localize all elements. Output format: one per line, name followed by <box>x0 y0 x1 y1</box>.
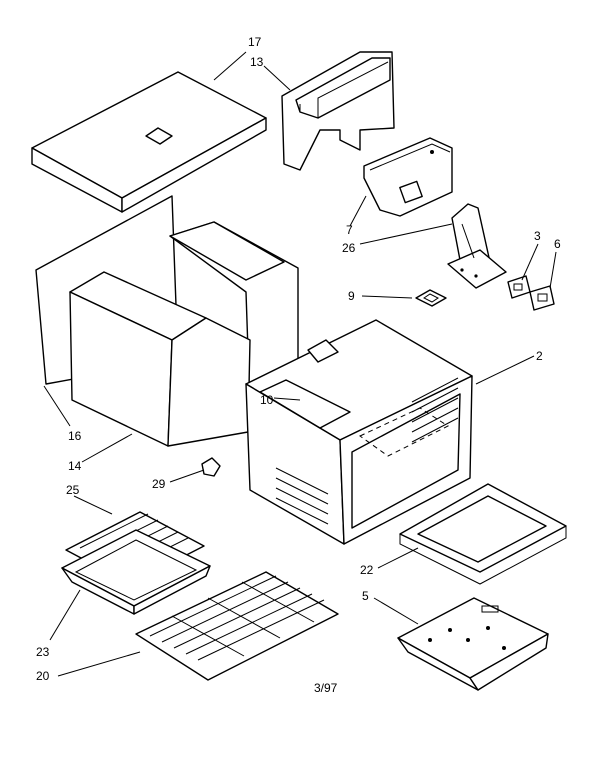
callout-13: 13 <box>250 55 264 69</box>
callout-20: 20 <box>36 669 50 683</box>
oven-rack <box>135 571 339 681</box>
leader-29 <box>169 469 205 483</box>
callout-10: 10 <box>260 393 274 407</box>
vent-slots-left <box>275 467 329 525</box>
callout-26: 26 <box>342 241 356 255</box>
callout-16: 16 <box>68 429 82 443</box>
callout-7: 7 <box>346 223 353 237</box>
bottom-trim-frame <box>399 483 567 585</box>
rear-insulation-box <box>69 271 251 447</box>
leader-25 <box>73 495 113 515</box>
gasket-6 <box>529 285 555 311</box>
callout-29: 29 <box>152 477 166 491</box>
leader-26 <box>359 223 453 245</box>
leader-14 <box>81 433 133 463</box>
callout-2: 2 <box>536 349 543 363</box>
callout-5: 5 <box>362 589 369 603</box>
callout-6: 6 <box>554 237 561 251</box>
callout-labels: 17 13 7 26 3 6 9 2 10 16 14 29 25 22 5 2… <box>36 35 561 683</box>
bottom-pan <box>397 597 549 691</box>
callout-22: 22 <box>360 563 374 577</box>
leader-5 <box>373 597 419 625</box>
leader-23 <box>49 589 81 641</box>
leader-20 <box>57 651 141 677</box>
callout-3: 3 <box>534 229 541 243</box>
callout-23: 23 <box>36 645 50 659</box>
oven-cavity <box>245 319 473 545</box>
duct-bracket <box>447 203 507 289</box>
leader-6 <box>549 251 557 289</box>
leader-3 <box>521 243 539 281</box>
vent-cover <box>363 137 453 217</box>
leader-13 <box>263 65 291 91</box>
callout-14: 14 <box>68 459 82 473</box>
callout-25: 25 <box>66 483 80 497</box>
leader-16 <box>43 385 71 427</box>
top-insulation-pad <box>31 71 267 213</box>
callout-9: 9 <box>348 289 355 303</box>
small-bracket <box>201 457 221 477</box>
vent-slots-right <box>411 377 459 443</box>
leader-9 <box>361 295 413 299</box>
callout-17: 17 <box>248 35 262 49</box>
rear-duct-shield <box>281 51 395 171</box>
leader-22 <box>377 547 419 569</box>
gasket-3 <box>507 275 531 299</box>
date-code: 3/97 <box>314 681 338 695</box>
leader-17 <box>213 51 247 81</box>
leader-10 <box>273 397 301 401</box>
leader-lines <box>43 51 557 677</box>
leader-7 <box>349 195 367 227</box>
broiler-pan <box>61 529 211 615</box>
gasket-9 <box>415 289 447 307</box>
leader-2 <box>475 355 535 385</box>
